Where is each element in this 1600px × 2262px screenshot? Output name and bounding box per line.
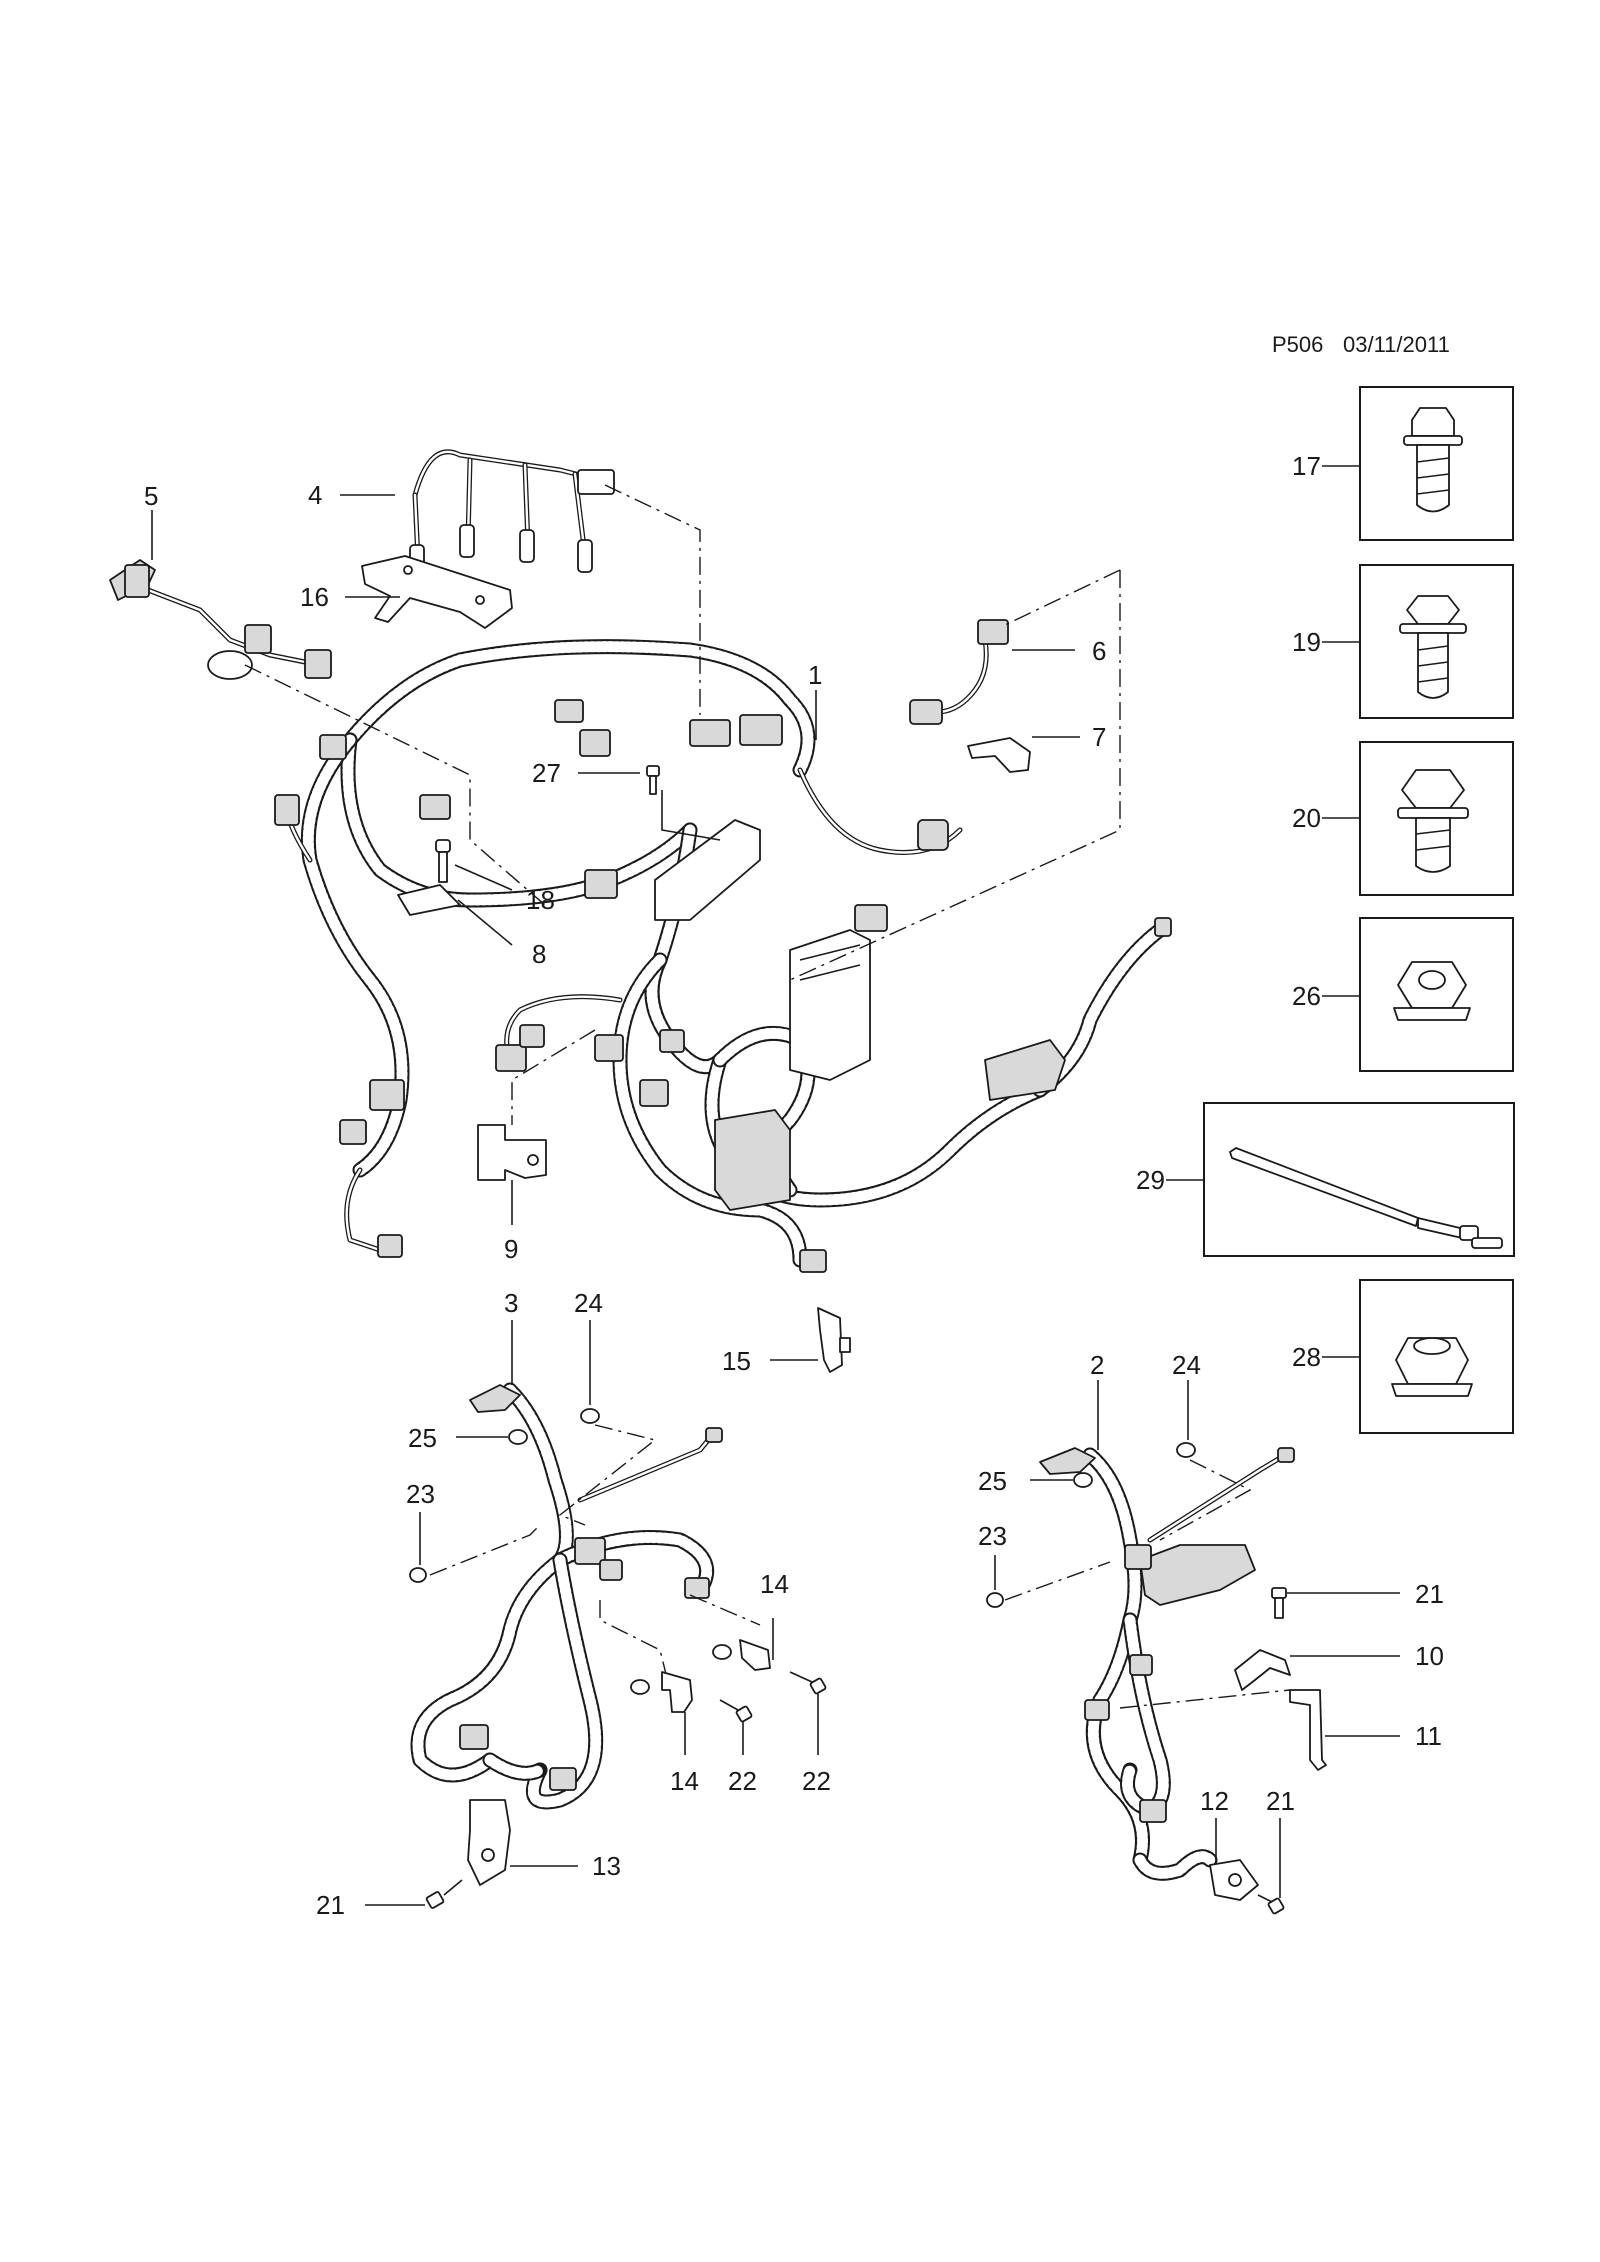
callout-1: 1 bbox=[808, 660, 822, 690]
alignment-line-f bbox=[429, 1524, 541, 1576]
page-code: P506 bbox=[1272, 332, 1323, 357]
battery-harness-2 bbox=[1039, 1447, 1295, 1881]
alignment-line-k bbox=[1159, 1459, 1252, 1541]
control-unit-box bbox=[654, 819, 1066, 1211]
fastener-box-28 bbox=[1359, 1279, 1514, 1434]
bolt-27 bbox=[646, 765, 660, 795]
fastener-box-19 bbox=[1359, 564, 1514, 719]
callout-24a: 24 bbox=[574, 1288, 603, 1318]
fastener-box-26 bbox=[1359, 917, 1514, 1072]
callout-23b: 23 bbox=[978, 1521, 1007, 1551]
callout-4: 4 bbox=[308, 480, 322, 510]
bracket-12 bbox=[1209, 1859, 1259, 1901]
bracket-13 bbox=[467, 1799, 511, 1886]
bracket-16 bbox=[361, 555, 513, 629]
callout-21a: 21 bbox=[316, 1890, 345, 1920]
callout-15: 15 bbox=[722, 1346, 751, 1376]
callout-8: 8 bbox=[532, 939, 546, 969]
fastener-box-20 bbox=[1359, 741, 1514, 896]
callout-22b: 22 bbox=[802, 1766, 831, 1796]
callout-5: 5 bbox=[144, 481, 158, 511]
callout-25b: 25 bbox=[978, 1466, 1007, 1496]
fastener-label-19: 19 bbox=[1292, 627, 1321, 657]
callout-21c: 21 bbox=[1266, 1786, 1295, 1816]
alignment-line-b bbox=[244, 664, 546, 906]
fastener-label-17: 17 bbox=[1292, 451, 1321, 481]
bolt-21-right-b bbox=[1257, 1894, 1285, 1915]
bracket-8 bbox=[397, 884, 461, 916]
fastener-label-29: 29 bbox=[1136, 1165, 1165, 1195]
bolt-21-right-a bbox=[1271, 1587, 1287, 1619]
fastener-label-28: 28 bbox=[1292, 1342, 1321, 1372]
callout-13: 13 bbox=[592, 1851, 621, 1881]
diagram-date: 03/11/2011 bbox=[1343, 332, 1450, 357]
callout-12: 12 bbox=[1200, 1786, 1229, 1816]
bolt-18 bbox=[435, 839, 451, 883]
nut-25-right bbox=[1073, 1472, 1093, 1488]
callout-25a: 25 bbox=[408, 1423, 437, 1453]
bolt-21-left bbox=[425, 1879, 463, 1909]
callout-23a: 23 bbox=[406, 1479, 435, 1509]
alignment-line-l bbox=[1119, 1689, 1291, 1709]
alignment-line-a bbox=[604, 484, 701, 715]
alignment-line-j bbox=[1004, 1561, 1111, 1601]
bolt-22-a bbox=[719, 1699, 753, 1723]
callout-2: 2 bbox=[1090, 1350, 1104, 1380]
nut-23-left bbox=[409, 1567, 427, 1583]
bracket-15 bbox=[817, 1307, 851, 1373]
callout-24b: 24 bbox=[1172, 1350, 1201, 1380]
alignment-line-i bbox=[689, 1594, 761, 1626]
sensor-lead-6 bbox=[909, 619, 1009, 725]
alignment-line-d bbox=[1004, 569, 1121, 626]
harness-5 bbox=[109, 559, 332, 680]
callout-9: 9 bbox=[504, 1234, 518, 1264]
callout-18: 18 bbox=[526, 885, 555, 915]
nut-23-right bbox=[986, 1592, 1004, 1608]
fastener-label-26: 26 bbox=[1292, 981, 1321, 1011]
callout-7: 7 bbox=[1092, 722, 1106, 752]
bracket-9 bbox=[477, 1124, 547, 1181]
harness-1-connectors bbox=[274, 699, 1172, 1273]
alignment-line-h bbox=[599, 1600, 671, 1691]
callout-16: 16 bbox=[300, 582, 329, 612]
bracket-7 bbox=[967, 737, 1031, 773]
ignition-lead-4 bbox=[409, 449, 615, 578]
callout-3: 3 bbox=[504, 1288, 518, 1318]
bracket-14-b bbox=[712, 1639, 771, 1671]
fastener-label-20: 20 bbox=[1292, 803, 1321, 833]
bracket-11 bbox=[1289, 1689, 1327, 1771]
callout-27: 27 bbox=[532, 758, 561, 788]
alignment-line-c bbox=[789, 570, 1121, 981]
battery-harness-3 bbox=[410, 1382, 723, 1810]
nut-25-left bbox=[508, 1429, 528, 1445]
nut-24-left bbox=[580, 1408, 600, 1424]
fastener-box-29 bbox=[1203, 1102, 1515, 1257]
bracket-14-a bbox=[630, 1671, 693, 1713]
callout-14b: 14 bbox=[760, 1569, 789, 1599]
fastener-box-17 bbox=[1359, 386, 1514, 541]
nut-24-right bbox=[1176, 1442, 1196, 1458]
callout-22a: 22 bbox=[728, 1766, 757, 1796]
leader-18 bbox=[454, 864, 513, 891]
leader-27b bbox=[661, 790, 721, 841]
leader-8 bbox=[457, 899, 513, 946]
callout-11: 11 bbox=[1415, 1721, 1442, 1751]
callout-6: 6 bbox=[1092, 636, 1106, 666]
callout-14a: 14 bbox=[670, 1766, 699, 1796]
bracket-10 bbox=[1234, 1649, 1291, 1691]
callout-21b: 21 bbox=[1415, 1579, 1444, 1609]
bolt-22-b bbox=[789, 1671, 827, 1695]
callout-10: 10 bbox=[1415, 1641, 1444, 1671]
